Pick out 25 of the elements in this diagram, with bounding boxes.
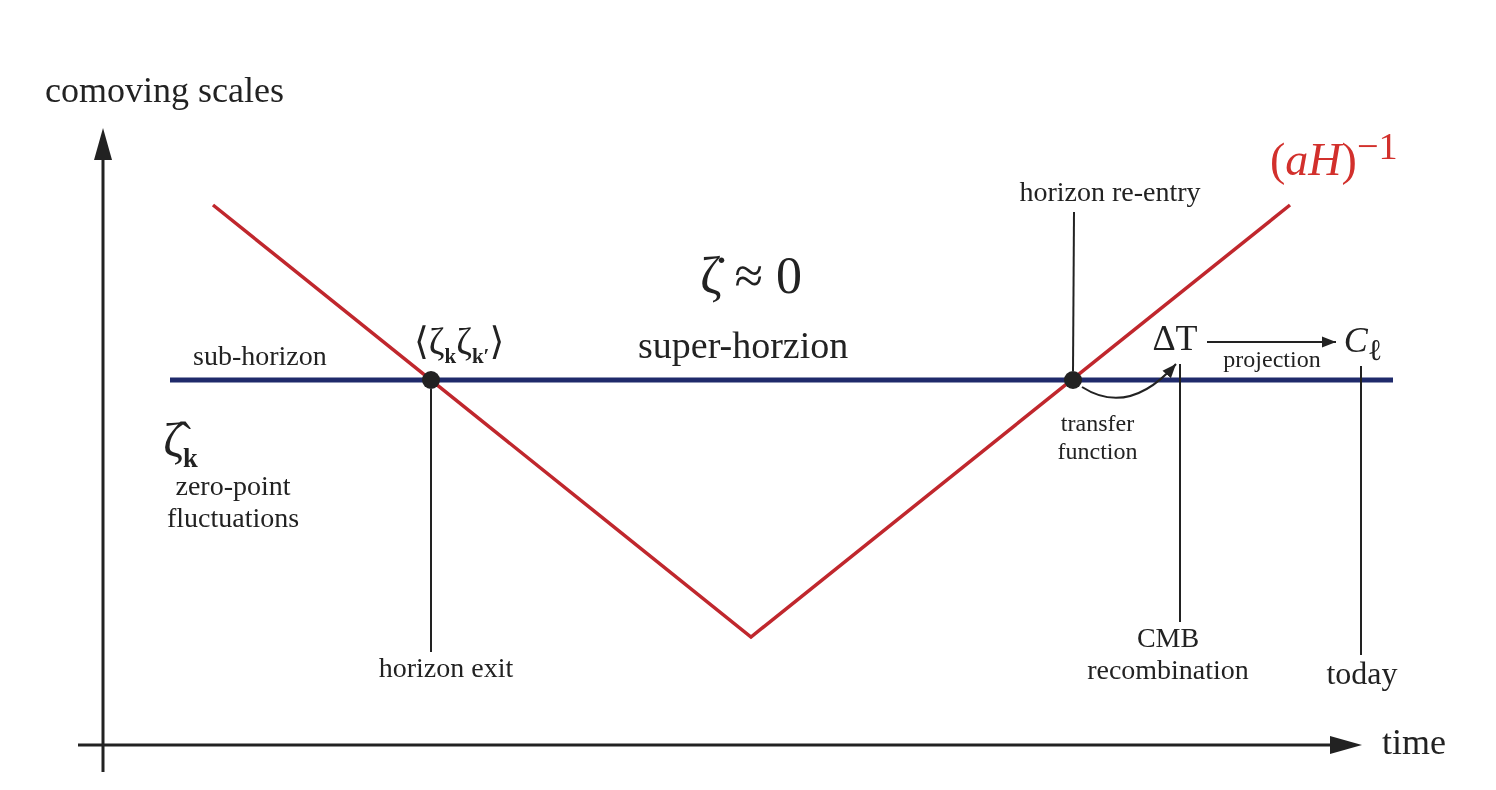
intersection-dot	[1064, 371, 1082, 389]
event-label: CMB recombination	[1058, 622, 1278, 692]
intersection-dot	[422, 371, 440, 389]
event-label: horizon re-entry	[995, 176, 1225, 212]
edge-label: transfer function	[1056, 410, 1139, 466]
math-symbol: C$_{ℓ}$	[1336, 320, 1390, 368]
axis-label: time	[1382, 722, 1446, 764]
leader-line	[1072, 211, 1075, 372]
equation-label: ζ̇ ≈ 0	[700, 246, 803, 306]
axis-label: comoving scales	[45, 70, 284, 112]
event-label: horizon exit	[356, 652, 536, 688]
arrow	[1081, 363, 1177, 399]
event-label: today	[1317, 655, 1407, 695]
math-symbol: ΔT	[1143, 318, 1207, 364]
edge-label: projection	[1222, 346, 1322, 374]
math-symbol: ζ̂$_{k}$	[163, 412, 198, 473]
leader-line	[1179, 363, 1181, 623]
region-label: sub-horizon	[193, 340, 327, 373]
annotation-text: zero-point fluctuations	[165, 470, 301, 535]
leader-line	[1360, 365, 1362, 656]
leader-line	[430, 388, 432, 653]
curve-label: (aH)$^{−1}$	[1270, 124, 1398, 188]
region-label: super-horzion	[638, 324, 849, 368]
arrow	[1206, 336, 1337, 348]
math-symbol: ⟨ζ$_{k}$ζ$_{k′}$⟩	[414, 320, 505, 368]
